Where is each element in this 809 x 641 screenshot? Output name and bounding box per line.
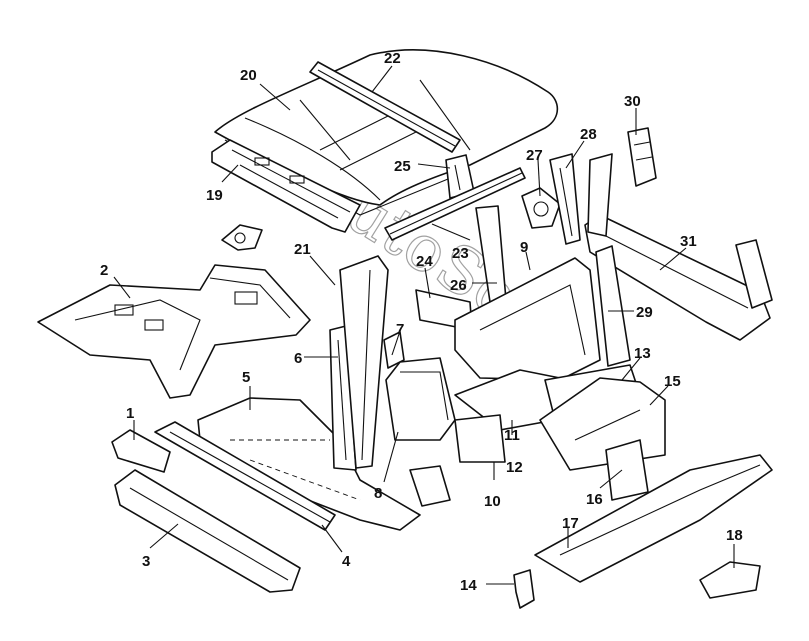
label-26: 26 [450,277,467,294]
roof-crossmember[interactable] [309,61,461,153]
rear-longitudinal-member[interactable] [534,454,773,583]
label-1: 1 [126,405,134,422]
floor-crossmember[interactable] [454,414,506,463]
mounting-bracket[interactable] [513,569,535,609]
label-2: 2 [100,262,108,279]
floor-reinforcement[interactable] [409,465,451,507]
label-21: 21 [294,241,311,258]
label-9: 9 [520,239,528,256]
sill-inner[interactable] [114,469,301,593]
label-15: 15 [664,373,681,390]
label-4: 4 [342,553,351,570]
label-31: 31 [680,233,697,250]
label-20: 20 [240,67,257,84]
sill-outer[interactable] [154,421,336,531]
label-27: 27 [526,147,543,164]
label-3: 3 [142,553,150,570]
label-14: 14 [460,577,477,594]
label-16: 16 [586,491,603,508]
center-pillar-inner[interactable] [385,357,456,441]
label-28: 28 [580,126,597,143]
leader-lines [113,65,735,585]
label-29: 29 [636,304,653,321]
label-24: 24 [416,253,433,270]
label-25: 25 [394,158,411,175]
rear-member-bracket[interactable] [699,561,761,599]
label-11: 11 [504,427,520,444]
wheelhouse-bracket[interactable] [605,439,649,501]
header-bracket[interactable] [221,224,263,251]
pillar-bracket[interactable] [521,187,561,229]
label-13: 13 [634,345,651,362]
corner-bracket[interactable] [627,127,657,187]
rear-pillar-upper[interactable] [549,153,581,245]
sill-end-bracket[interactable] [111,429,171,473]
rear-quarter-panel[interactable] [454,257,601,381]
label-17: 17 [562,515,579,532]
label-30: 30 [624,93,641,110]
front-floor-panel[interactable] [37,264,311,399]
front-header-panel[interactable] [211,139,361,233]
label-23: 23 [452,245,469,262]
a-pillar[interactable] [329,325,357,471]
part-labels: 20 22 19 25 23 27 28 30 31 2 21 24 26 9 … [100,50,743,594]
rear-pillar[interactable] [595,245,631,367]
label-6: 6 [294,350,302,367]
roof-side-rail[interactable] [384,167,526,241]
label-10: 10 [484,493,501,510]
label-8: 8 [374,485,382,502]
label-5: 5 [242,369,250,386]
label-18: 18 [726,527,743,544]
label-19: 19 [206,187,223,204]
label-22: 22 [384,50,401,67]
rear-side-rail[interactable] [584,153,773,341]
label-12: 12 [506,459,523,476]
a-pillar-upper[interactable] [339,255,389,469]
label-7: 7 [396,321,404,338]
